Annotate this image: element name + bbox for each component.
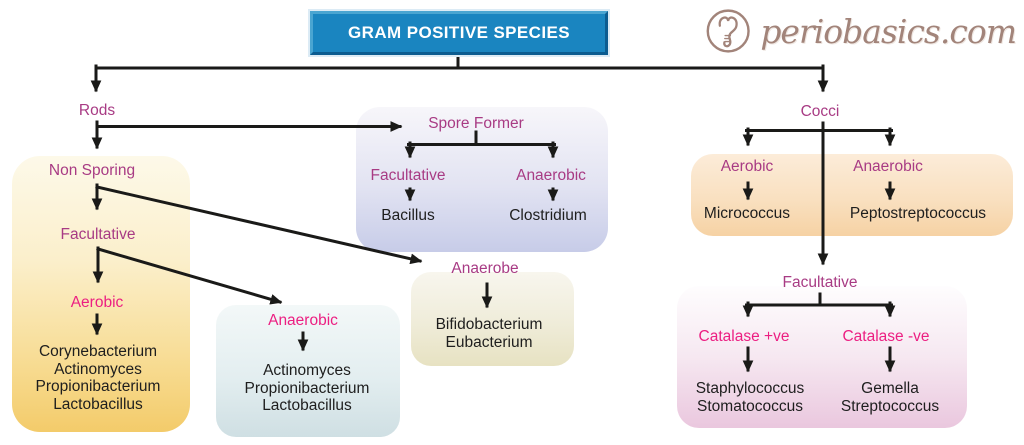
species-item: Staphylococcus bbox=[695, 380, 805, 397]
species-item: Bifidobacterium bbox=[435, 316, 543, 333]
node-cocci: Cocci bbox=[800, 103, 840, 120]
species-bacillus: Bacillus bbox=[381, 207, 435, 224]
title-box: GRAM POSITIVE SPECIES bbox=[310, 11, 608, 55]
node-spore-anaerobic: Anaerobic bbox=[516, 167, 586, 184]
node-catalase-negative: Catalase -ve bbox=[842, 328, 930, 345]
species-item: Gemella bbox=[861, 380, 919, 397]
page-title: GRAM POSITIVE SPECIES bbox=[348, 23, 570, 42]
species-list-rods-anaerobic: Actinomyces Propionibacterium Lactobacil… bbox=[245, 362, 370, 415]
species-clostridium: Clostridium bbox=[509, 207, 587, 224]
species-item: Actinomyces bbox=[54, 360, 142, 378]
node-anaerobic-left: Anaerobic bbox=[268, 312, 338, 329]
species-item: Stomatococcus bbox=[697, 397, 803, 415]
species-item: Streptococcus bbox=[840, 397, 940, 415]
species-item: Corynebacterium bbox=[38, 343, 158, 360]
species-item: Propionibacterium bbox=[244, 379, 370, 397]
node-rods: Rods bbox=[78, 102, 116, 119]
node-catalase-positive: Catalase +ve bbox=[698, 328, 790, 345]
tooth-icon bbox=[706, 9, 750, 53]
species-item: Lactobacillus bbox=[262, 397, 352, 414]
node-aerobic-left: Aerobic bbox=[70, 294, 124, 311]
connector bbox=[95, 185, 423, 265]
node-non-sporing: Non Sporing bbox=[48, 162, 136, 179]
species-list-rods-aerobic: Corynebacterium Actinomyces Propionibact… bbox=[36, 343, 161, 413]
node-cocci-anaerobic: Anaerobic bbox=[853, 158, 923, 175]
species-list-catalase-negative: Gemella Streptococcus bbox=[841, 380, 939, 415]
species-item: Lactobacillus bbox=[53, 395, 143, 413]
species-item: Actinomyces bbox=[263, 362, 351, 379]
node-spore-former: Spore Former bbox=[428, 115, 524, 132]
logo-text: periobasics.com bbox=[760, 11, 1017, 51]
rods-anaerobic-group-box bbox=[216, 305, 400, 437]
species-list-anaerobe: Bifidobacterium Eubacterium bbox=[436, 316, 543, 351]
logo: periobasics.com bbox=[704, 2, 1017, 60]
anaerobe-group-box bbox=[411, 272, 574, 366]
node-spore-facultative: Facultative bbox=[370, 167, 446, 184]
species-item: Propionibacterium bbox=[35, 378, 161, 395]
species-list-catalase-positive: Staphylococcus Stomatococcus bbox=[696, 380, 805, 415]
connector bbox=[96, 247, 283, 305]
node-anaerobe: Anaerobe bbox=[451, 260, 519, 277]
node-facultative-left: Facultative bbox=[60, 226, 136, 243]
species-item: Eubacterium bbox=[445, 333, 533, 351]
species-peptostreptococcus: Peptostreptococcus bbox=[849, 205, 987, 222]
node-cocci-facultative: Facultative bbox=[782, 274, 858, 291]
node-cocci-aerobic: Aerobic bbox=[720, 158, 774, 175]
cocci-facultative-group-box bbox=[677, 286, 967, 428]
species-micrococcus: Micrococcus bbox=[703, 205, 791, 222]
